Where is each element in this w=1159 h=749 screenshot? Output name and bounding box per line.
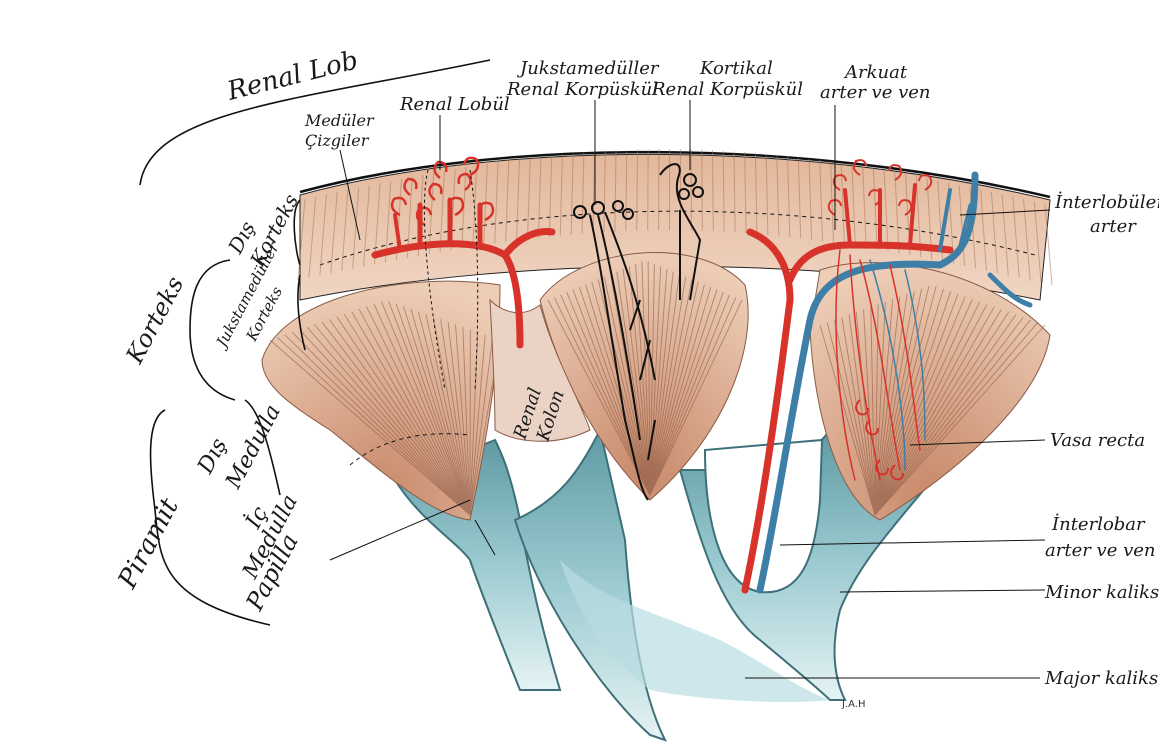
label-minor-kaliks: Minor kaliks [1044, 582, 1159, 603]
cortex-striation [713, 150, 714, 231]
label-kortikal-2: Renal Korpüskül [651, 79, 803, 100]
label-arkuat-2: arter ve ven [820, 82, 931, 103]
label-meduller-1: Medüler [304, 111, 375, 130]
label-interlobar-1: İnterlobar [1051, 512, 1146, 535]
cortex-striation [648, 149, 649, 230]
label-renal-lob: Renal Lob [223, 45, 361, 107]
label-major-kaliks: Major kaliks [1044, 668, 1158, 689]
label-vasa-recta: Vasa recta [1050, 430, 1145, 451]
label-arkuat-1: Arkuat [843, 62, 908, 83]
pyramid-right [810, 263, 1050, 520]
label-jukstameduller-korpuskul-1: Jukstamedüller [516, 58, 660, 79]
label-jukstameduller-korpuskul-2: Renal Korpüskül [506, 79, 658, 100]
label-interlobuler-1: İnterlobüler [1054, 190, 1159, 213]
cortex-striation [637, 150, 638, 231]
label-interlobar-2: arter ve ven [1045, 540, 1156, 561]
label-renal-lobul: Renal Lobül [399, 94, 510, 115]
label-meduller-2: Çizgiler [305, 131, 370, 150]
label-kortikal-1: Kortikal [699, 58, 773, 79]
artist-signature: J.A.H [841, 699, 866, 710]
label-interlobuler-2: arter [1090, 216, 1137, 237]
label-korteks: Korteks [120, 272, 189, 369]
renal-pyramids [262, 253, 1050, 520]
